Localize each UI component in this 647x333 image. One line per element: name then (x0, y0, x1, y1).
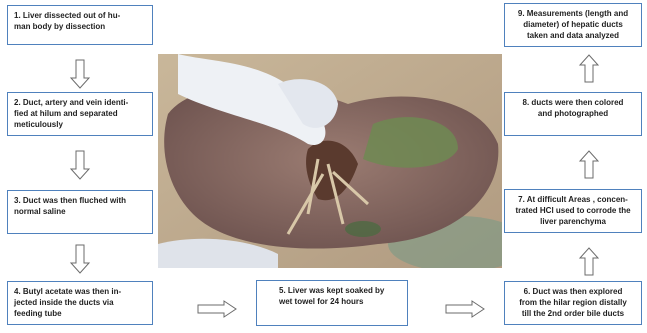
arrow-down-3-4 (71, 245, 89, 273)
arrow-right-4-5 (198, 301, 236, 317)
arrow-right-5-6 (446, 301, 484, 317)
arrow-up-7-8 (580, 151, 598, 178)
arrow-down-2-3 (71, 151, 89, 179)
arrow-up-8-9 (580, 55, 598, 82)
arrow-up-6-7 (580, 248, 598, 275)
arrow-down-1-2 (71, 60, 89, 88)
